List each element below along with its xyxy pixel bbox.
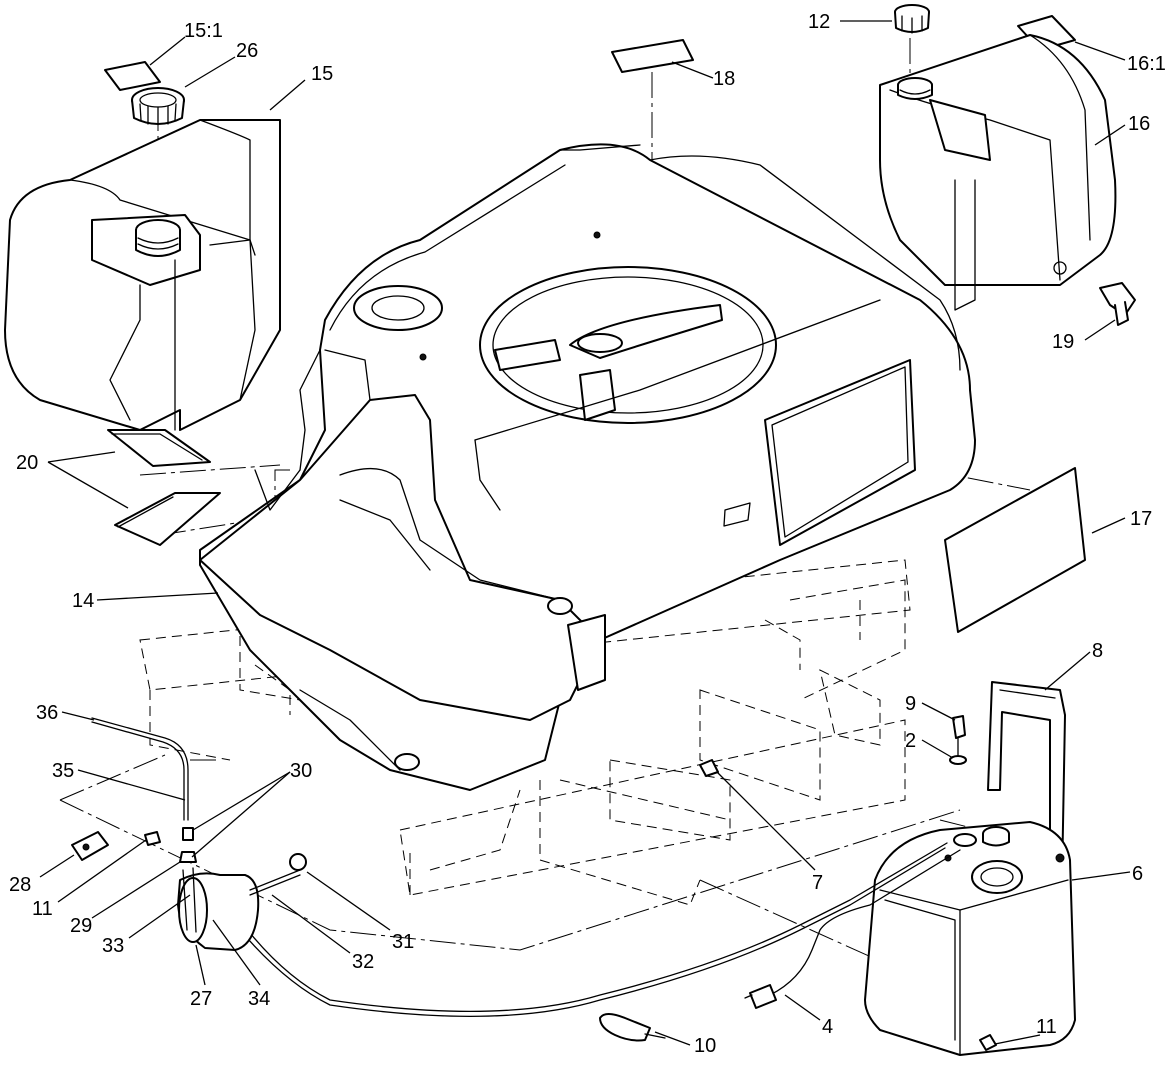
- fuel-cap-26: [131, 87, 185, 126]
- callout-16: 16: [1128, 113, 1150, 135]
- callout-32: 32: [352, 951, 374, 973]
- callout-12: 12: [808, 11, 830, 33]
- clamp-28: [71, 831, 109, 861]
- callout-35: 35: [52, 760, 74, 782]
- callout-16-1: 16:1: [1127, 53, 1166, 75]
- callout-36: 36: [36, 702, 58, 724]
- callout-6: 6: [1132, 863, 1143, 885]
- callout-18: 18: [713, 68, 735, 90]
- callout-10: 10: [694, 1035, 716, 1057]
- fuel-tank-16: [879, 34, 1117, 311]
- frame-chassis: [139, 559, 911, 906]
- callout-26: 26: [236, 40, 258, 62]
- fuel-tank-6: [864, 821, 1076, 1056]
- decal-18: [611, 39, 694, 73]
- connector-4: [744, 984, 777, 1009]
- callout-20: 20: [16, 452, 38, 474]
- decals-20: [107, 429, 221, 546]
- screw-11-right: [979, 1034, 997, 1051]
- fuel-tank-15: [4, 119, 281, 431]
- callout-29: 29: [70, 915, 92, 937]
- callout-15-1: 15:1: [184, 20, 223, 42]
- callout-19: 19: [1052, 331, 1074, 353]
- callout-17: 17: [1130, 508, 1152, 530]
- decal-15-1: [104, 61, 161, 91]
- tie-10: [599, 1013, 666, 1042]
- fuel-cap-12: [894, 4, 930, 34]
- clip-7: [699, 759, 719, 777]
- fuel-lines: [231, 842, 961, 1017]
- callout-30: 30: [290, 760, 312, 782]
- callout-labels: 15:1 26 15 18 12 16:1 16 19 20 17 14 8 9…: [9, 11, 1166, 1057]
- tube-36-35: [91, 717, 189, 821]
- decal-17: [944, 467, 1086, 633]
- callout-15: 15: [311, 63, 333, 85]
- callout-14: 14: [72, 590, 94, 612]
- callout-leaders: [39, 20, 1131, 1046]
- fittings-30: [179, 827, 197, 863]
- bolt-9-washer-2: [949, 715, 967, 765]
- callout-11-right: 11: [1036, 1016, 1057, 1038]
- callout-2: 2: [905, 730, 916, 752]
- callout-4: 4: [822, 1016, 833, 1038]
- drain-valve-19: [1099, 282, 1136, 326]
- callout-8: 8: [1092, 640, 1103, 662]
- fender-body: [199, 143, 976, 791]
- callout-28: 28: [9, 874, 31, 896]
- callout-9: 9: [905, 693, 916, 715]
- screw-11-left: [144, 831, 161, 846]
- callout-34: 34: [248, 988, 270, 1010]
- callout-27: 27: [190, 988, 212, 1010]
- callout-31: 31: [392, 931, 414, 953]
- callout-33: 33: [102, 935, 124, 957]
- sender-assembly-27: [177, 853, 307, 951]
- callout-7: 7: [812, 872, 823, 894]
- callout-11-left: 11: [32, 898, 53, 920]
